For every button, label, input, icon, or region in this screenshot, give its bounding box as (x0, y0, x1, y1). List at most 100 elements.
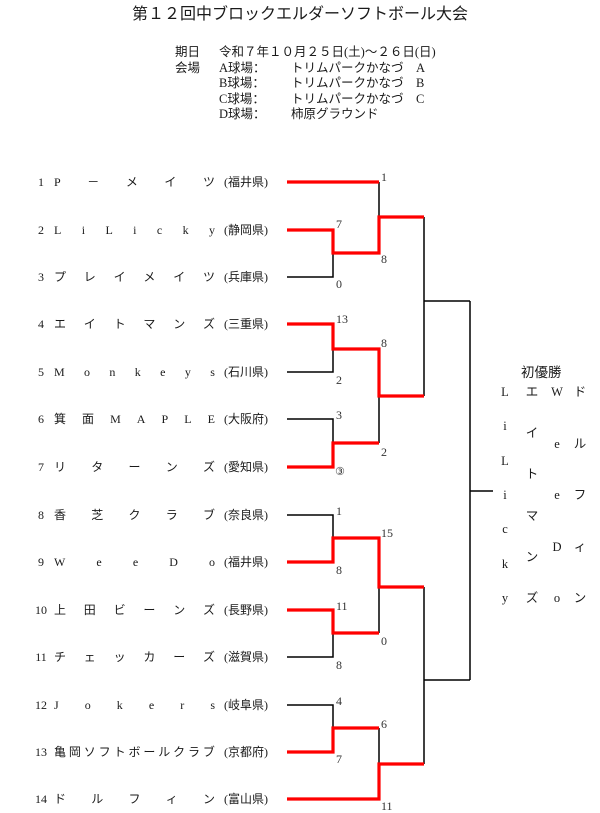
character: ツ (202, 175, 215, 189)
character: o (553, 591, 561, 605)
semifinal-line (423, 217, 470, 396)
character: L (54, 223, 62, 237)
team-prefecture: (京都府) (224, 745, 268, 759)
character: ン (173, 603, 186, 617)
character: c (502, 522, 508, 537)
venue-field: C球場： (219, 91, 265, 106)
character: o (84, 698, 91, 712)
character: 香 (54, 508, 67, 522)
team-row: 4 エイトマンズ (三重県) (0, 316, 286, 332)
bracket-line-winner (287, 762, 424, 801)
score-label: 15 (381, 526, 393, 540)
character: リ (54, 460, 67, 474)
character: i (503, 419, 507, 434)
champion-team-name: エイトマンズ (522, 386, 542, 605)
character: イ (525, 426, 539, 441)
character: M (54, 365, 65, 379)
score-label: 2 (336, 373, 342, 387)
character: 上 (54, 603, 67, 617)
bracket-line-winner (287, 215, 424, 255)
character: 岡 (68, 745, 81, 759)
character: ン (573, 591, 587, 605)
character: イ (113, 270, 126, 284)
team-number: 8 (38, 508, 44, 522)
venue-field: A球場： (219, 60, 266, 75)
team-number: 2 (38, 223, 44, 237)
character: ツ (202, 270, 215, 284)
team-prefecture: (三重県) (224, 317, 268, 331)
team-number: 12 (35, 698, 47, 712)
score-label: 7 (336, 752, 342, 766)
team-number: 7 (38, 460, 44, 474)
character: ズ (202, 460, 215, 474)
date-value: 令和７年１０月２５日(土)～２６日(日) (219, 45, 436, 59)
team-prefecture: (長野県) (224, 603, 268, 617)
venue-row: C球場： トリムパークかなづ C (175, 92, 475, 108)
team-row: 3 プレイメイツ (兵庫県) (0, 269, 286, 285)
character: ン (202, 792, 215, 806)
character: 箕 (54, 412, 67, 426)
date-label: 期日 (175, 45, 201, 59)
character: ズ (202, 317, 215, 331)
character: ン (165, 460, 178, 474)
score-label: 8 (336, 658, 342, 672)
team-name: エイトマンズ (54, 316, 215, 332)
team-prefecture: (兵庫県) (224, 270, 268, 284)
champion-label: 初優勝 (521, 365, 562, 380)
final-line (469, 301, 493, 680)
character: J (54, 698, 59, 712)
character: マ (143, 317, 156, 331)
character: D (552, 539, 562, 554)
team-row: 1 P－メイツ (福井県) (0, 174, 286, 190)
character: ー (128, 460, 141, 474)
character: ボ (128, 745, 141, 759)
team-row: 14 ドルフィン (富山県) (0, 791, 286, 807)
team-name: プレイメイツ (54, 269, 215, 285)
team-row: 7 リターンズ (愛知県) (0, 459, 286, 475)
character: i (133, 223, 137, 237)
character: エ (525, 385, 539, 399)
character: k (501, 556, 509, 571)
character: ィ (165, 792, 178, 806)
bracket-line-winner (287, 726, 379, 754)
character: マ (525, 508, 539, 523)
character: ッ (113, 650, 126, 664)
character: フ (573, 488, 587, 502)
score-label: 0 (381, 634, 387, 648)
character: ン (525, 549, 539, 564)
team-number: 6 (38, 412, 44, 426)
team-number: 4 (38, 317, 44, 331)
character: P (54, 175, 61, 189)
character: W (54, 555, 66, 569)
team-number: 11 (35, 650, 47, 664)
character: ト (113, 745, 126, 759)
score-label: 2 (381, 445, 387, 459)
character: n (109, 365, 116, 379)
character: ズ (202, 603, 215, 617)
character: ビ (113, 603, 126, 617)
character: ー (143, 603, 156, 617)
bracket-line (287, 514, 334, 538)
team-row: 11 チェッカーズ (滋賀県) (0, 649, 286, 665)
score-label: 3 (336, 408, 342, 422)
character: イ (83, 317, 96, 331)
character: メ (125, 175, 138, 189)
team-name: 亀岡ソフトボールクラブ (54, 744, 215, 760)
venue-name: トリムパークかなづ C (291, 91, 425, 106)
character: L (105, 223, 113, 237)
bracket-line-winner (287, 441, 379, 469)
team-prefecture: (福井県) (224, 555, 268, 569)
character: E (207, 412, 215, 426)
team-prefecture: (福井県) (224, 175, 268, 189)
team-prefecture: (大阪府) (224, 412, 268, 426)
venue-row: D球場： 柿原グラウンド (175, 107, 475, 123)
character: P (161, 412, 169, 426)
character: y (208, 223, 215, 237)
